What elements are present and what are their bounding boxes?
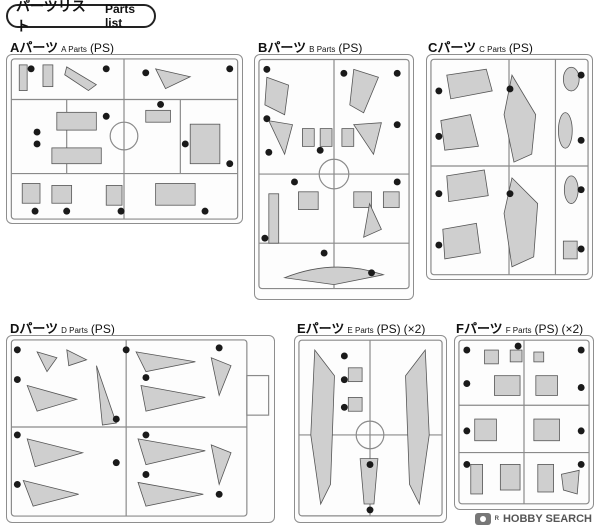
runner-illustration-b	[258, 58, 410, 290]
sheet-finish: (PS)	[376, 322, 401, 336]
watermark-brand: HOBBY SEARCH	[502, 513, 592, 525]
watermark-mark: R	[494, 516, 499, 522]
sheet-finish: (PS)	[90, 322, 115, 336]
sheet-finish: (PS)	[534, 322, 559, 336]
runner-illustration-a	[10, 58, 239, 220]
runner-illustration-c	[430, 58, 589, 276]
title-english: Parts list	[104, 2, 135, 30]
sheet-letter: Aパーツ	[10, 40, 59, 55]
sheet-label-a: Aパーツ A Parts (PS)	[10, 37, 114, 56]
sheet-finish: (PS)	[338, 41, 363, 55]
sheet-label-d: Dパーツ D Parts (PS)	[10, 318, 115, 337]
runner-illustration-f	[458, 339, 590, 505]
sheet-quantity: (×2)	[561, 322, 584, 336]
sheet-sub: C Parts	[479, 45, 506, 54]
runner-frame-c	[426, 54, 593, 280]
sheet-sub: D Parts	[61, 326, 88, 335]
sheet-label-b: Bパーツ B Parts (PS)	[258, 37, 362, 56]
runner-frame-e	[294, 335, 447, 523]
sheet-sub: F Parts	[505, 326, 532, 335]
parts-list-title: パーツリスト Parts list	[6, 0, 156, 34]
runner-illustration-e	[298, 339, 443, 517]
title-japanese: パーツリスト	[16, 0, 86, 34]
runner-frame-d	[6, 335, 275, 523]
sheet-letter: Bパーツ	[258, 40, 307, 55]
sheet-quantity: (×2)	[403, 322, 426, 336]
sheet-finish: (PS)	[89, 41, 114, 55]
runner-frame-a	[6, 54, 243, 224]
sheet-sub: E Parts	[347, 326, 374, 335]
sheet-label-e: Eパーツ E Parts (PS) (×2)	[297, 318, 425, 337]
sheet-letter: Cパーツ	[428, 40, 477, 55]
sheet-label-c: Cパーツ C Parts (PS)	[428, 37, 533, 56]
sheet-sub: B Parts	[309, 45, 336, 54]
sheet-finish: (PS)	[508, 41, 533, 55]
runner-illustration-d	[10, 339, 270, 517]
hobby-search-watermark: R HOBBY SEARCH	[474, 513, 592, 525]
sheet-sub: A Parts	[61, 45, 87, 54]
sheet-letter: Fパーツ	[456, 321, 503, 336]
sheet-letter: Dパーツ	[10, 321, 59, 336]
runner-frame-f	[454, 335, 594, 510]
sheet-label-f: Fパーツ F Parts (PS) (×2)	[456, 318, 583, 337]
camera-icon	[474, 513, 491, 525]
sheet-letter: Eパーツ	[297, 321, 345, 336]
runner-frame-b	[254, 54, 414, 300]
